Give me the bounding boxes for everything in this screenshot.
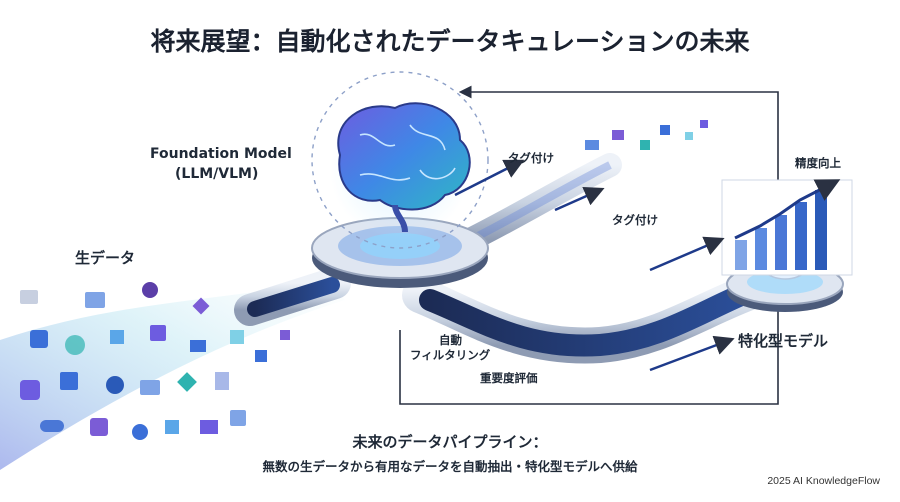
foundation-model-orbit	[311, 71, 489, 249]
raw-data-stream	[0, 280, 345, 470]
accuracy-up-label: 精度向上	[795, 156, 841, 170]
foundation-model-sublabel: (LLM/VLM)	[175, 166, 259, 182]
raw-data-icons	[20, 282, 290, 440]
input-pipe	[234, 267, 351, 326]
tag-particles	[585, 120, 708, 150]
credit-text: 2025 AI KnowledgeFlow	[767, 475, 880, 487]
page-title: 将来展望：自動化されたデータキュレーションの未来	[150, 27, 750, 56]
tagging-label-upper: タグ付け	[508, 151, 554, 165]
return-loop-arrow	[399, 85, 779, 405]
specialized-model-platform	[726, 263, 844, 312]
pipeline-flow-arrows	[454, 159, 735, 372]
auto-filtering-label-line1: 自動	[439, 333, 462, 347]
accuracy-chart-icon	[721, 179, 853, 276]
raw-data-label: 生データ	[75, 249, 136, 267]
caption-line-2: 無数の生データから有用なデータを自動抽出・特化型モデルへ供給	[262, 459, 638, 474]
tagging-label-lower: タグ付け	[612, 213, 658, 227]
specialized-model-label: 特化型モデル	[738, 332, 829, 350]
foundation-brain-icon	[337, 102, 471, 233]
caption-line-1: 未来のデータパイプライン：	[352, 433, 548, 451]
upper-pipe	[458, 153, 622, 252]
foundation-model-label: Foundation Model	[150, 146, 292, 162]
importance-eval-label: 重要度評価	[480, 371, 538, 385]
lower-pipe	[402, 272, 773, 364]
auto-filtering-label-line2: フィルタリング	[410, 348, 491, 362]
foundation-model-platform	[311, 217, 489, 288]
